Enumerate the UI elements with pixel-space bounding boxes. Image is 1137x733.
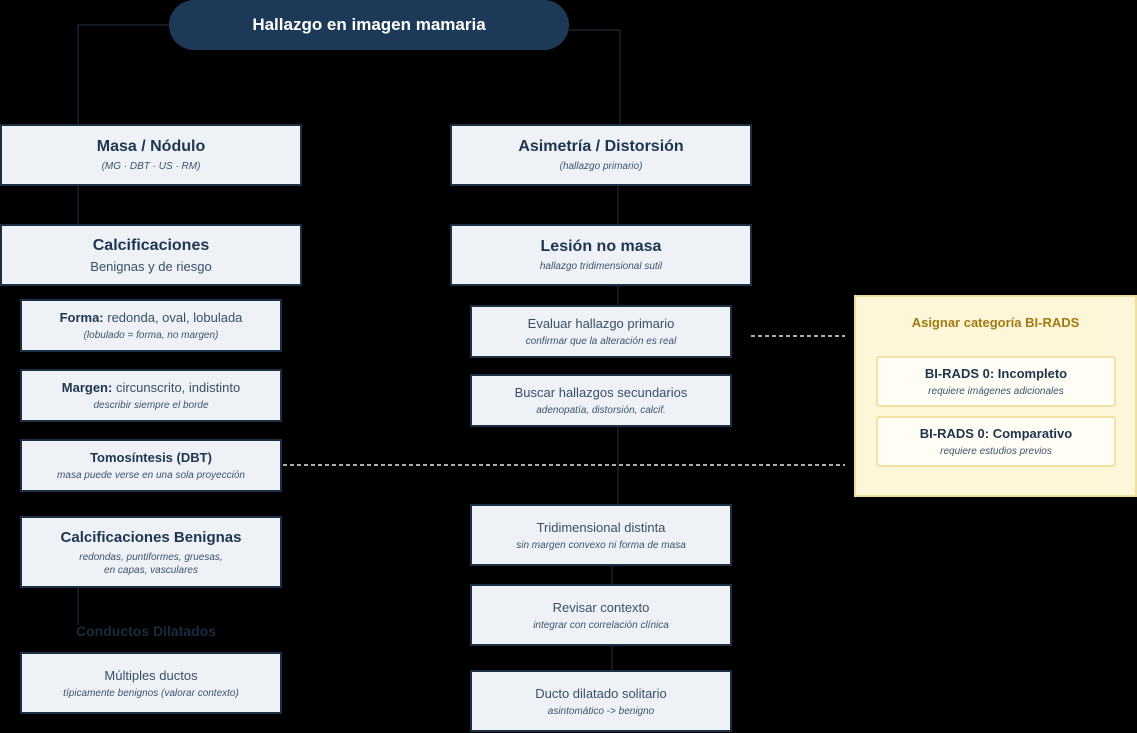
forma-node[interactable]: Forma: redonda, oval, lobulada (lobulado… [20, 299, 282, 352]
lesion-no-masa-node[interactable]: Lesión no masa hallazgo tridimensional s… [450, 224, 752, 286]
forma-label: Forma: [59, 310, 104, 325]
tridimensional-title: Tridimensional distinta [536, 519, 666, 535]
asimetria-node[interactable]: Asimetría / Distorsión (hallazgo primari… [450, 124, 752, 186]
buscar-title: Buscar hallazgos secundarios [514, 385, 688, 400]
evaluar-node[interactable]: Evaluar hallazgo primario confirmar que … [470, 305, 732, 358]
lesion-no-masa-subtitle: hallazgo tridimensional sutil [539, 261, 663, 272]
revisar-contexto-note: integrar con correlación clínica [533, 619, 669, 631]
calcificaciones-node[interactable]: Calcificaciones Benignas y de riesgo [0, 224, 302, 286]
birads-comparativo-note: requiere estudios previos [940, 446, 1052, 457]
calcificaciones-benignas-node[interactable]: Calcificaciones Benignas redondas, punti… [20, 516, 282, 588]
calcificaciones-subtitle: Benignas y de riesgo [90, 258, 212, 274]
tridimensional-node[interactable]: Tridimensional distinta sin margen conve… [470, 504, 732, 566]
multiples-ductos-title: Múltiples ductos [104, 667, 198, 683]
margen-node[interactable]: Margen: circunscrito, indistinto describ… [20, 369, 282, 422]
birads-comparativo-node[interactable]: BI-RADS 0: Comparativo requiere estudios… [876, 416, 1116, 467]
lesion-no-masa-title: Lesión no masa [540, 238, 662, 255]
tridimensional-note: sin margen convexo ni forma de masa [516, 539, 686, 551]
masa-nodulo-subtitle: (MG · DBT · US · RM) [101, 161, 201, 172]
forma-note: (lobulado = forma, no margen) [83, 330, 219, 341]
margen-label: Margen: [61, 380, 113, 395]
tomosintesis-title: Tomosíntesis (DBT) [90, 450, 212, 465]
revisar-contexto-node[interactable]: Revisar contexto integrar con correlació… [470, 584, 732, 646]
ducto-solitario-note: asintomático -> benigno [547, 705, 655, 717]
multiples-ductos-node[interactable]: Múltiples ductos típicamente benignos (v… [20, 652, 282, 714]
calcificaciones-benignas-title: Calcificaciones Benignas [60, 528, 242, 546]
birads-incompleto-title: BI-RADS 0: Incompleto [924, 366, 1068, 381]
tomosintesis-note: masa puede verse en una sola proyección [57, 470, 245, 481]
calcificaciones-benignas-note-2: en capas, vasculares [104, 564, 198, 576]
calcificaciones-benignas-note-1: redondas, puntiformes, gruesas, [79, 551, 223, 563]
margen-value: circunscrito, indistinto [112, 380, 241, 395]
conductos-dilatados-heading: Conductos Dilatados [76, 623, 217, 639]
buscar-note: adenopatía, distorsión, calcif. [536, 405, 666, 416]
forma-text: Forma: redonda, oval, lobulada [60, 310, 243, 325]
birads-panel: Asignar categoría BI-RADS BI-RADS 0: Inc… [854, 295, 1137, 497]
evaluar-note: confirmar que la alteración es real [525, 336, 677, 347]
masa-nodulo-title: Masa / Nódulo [96, 138, 206, 155]
buscar-node[interactable]: Buscar hallazgos secundarios adenopatía,… [470, 374, 732, 427]
margen-note: describir siempre el borde [93, 400, 209, 411]
asimetria-subtitle: (hallazgo primario) [559, 161, 643, 172]
asimetria-title: Asimetría / Distorsión [518, 138, 684, 155]
multiples-ductos-note: típicamente benignos (valorar contexto) [63, 687, 239, 699]
evaluar-title: Evaluar hallazgo primario [527, 316, 675, 331]
ducto-solitario-title: Ducto dilatado solitario [535, 685, 667, 701]
tomosintesis-node[interactable]: Tomosíntesis (DBT) masa puede verse en u… [20, 439, 282, 492]
birads-panel-title: Asignar categoría BI-RADS [911, 315, 1080, 330]
birads-comparativo-title: BI-RADS 0: Comparativo [919, 426, 1073, 441]
calcificaciones-title: Calcificaciones [92, 236, 210, 254]
header-title: Hallazgo en imagen mamaria [169, 0, 569, 50]
masa-nodulo-node[interactable]: Masa / Nódulo (MG · DBT · US · RM) [0, 124, 302, 186]
forma-value: redonda, oval, lobulada [103, 310, 243, 325]
revisar-contexto-title: Revisar contexto [552, 599, 650, 615]
ducto-solitario-node[interactable]: Ducto dilatado solitario asintomático ->… [470, 670, 732, 732]
margen-text: Margen: circunscrito, indistinto [62, 380, 240, 395]
birads-incompleto-node[interactable]: BI-RADS 0: Incompleto requiere imágenes … [876, 356, 1116, 407]
birads-incompleto-note: requiere imágenes adicionales [928, 386, 1064, 397]
